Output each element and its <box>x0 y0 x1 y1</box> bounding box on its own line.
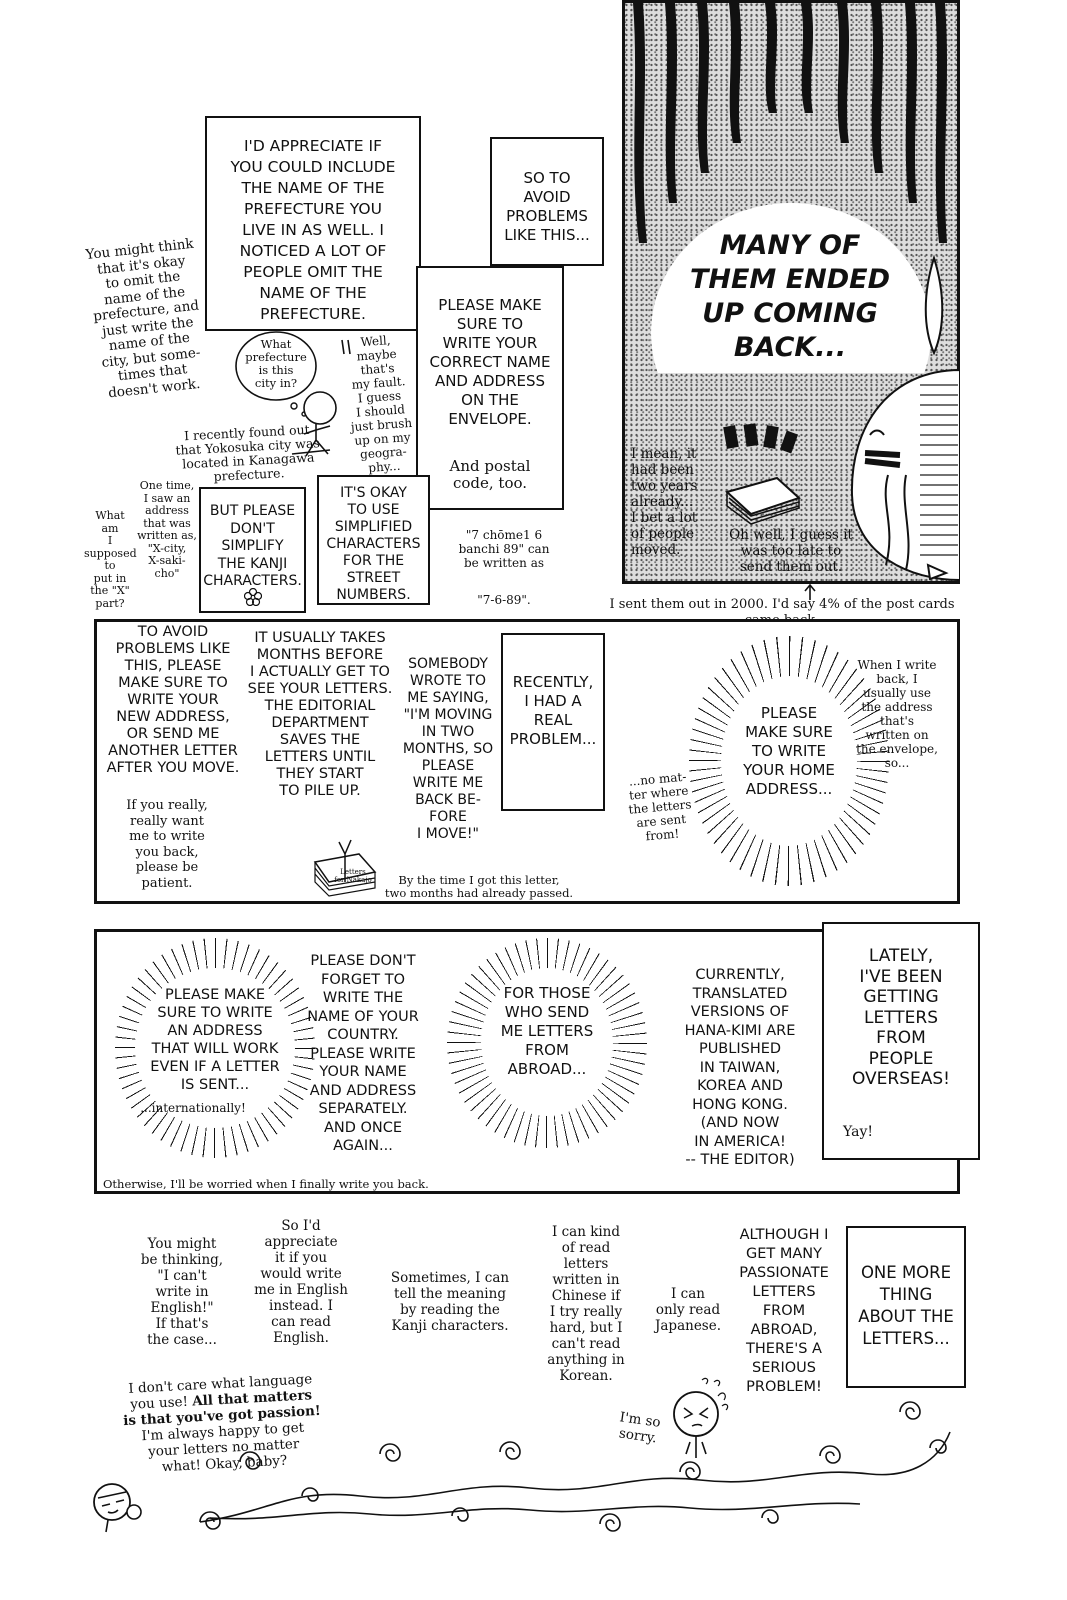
chome-result: "7-6-89". <box>477 593 531 607</box>
appreciate-english-note: So I'd appreciate it if you would write … <box>254 1218 348 1346</box>
translated-text: CURRENTLY, TRANSLATED VERSIONS OF HANA-K… <box>684 967 796 1168</box>
letters-tag: Letters for Nakajo <box>334 868 372 884</box>
new-address-text: TO AVOID PROBLEMS LIKE THIS, PLEASE MAKE… <box>106 624 240 776</box>
two-years-note: I mean, it had been two years already...… <box>631 446 698 558</box>
panel-moving: TO AVOID PROBLEMS LIKE THIS, PLEASE MAKE… <box>94 619 960 904</box>
sweat-drop-icon <box>924 254 944 356</box>
sorry-character-art <box>673 1377 729 1458</box>
hair-strands-art <box>633 3 947 373</box>
postal-code-note: And postal code, too. <box>449 457 531 492</box>
one-time-note: One time, I saw an address that was writ… <box>137 479 197 580</box>
prefecture-text: I'D APPRECIATE IF YOU COULD INCLUDE THE … <box>230 137 396 323</box>
omit-prefecture-note: You might think that it's okay to omit t… <box>84 235 202 401</box>
what-prefecture-bubble: What prefecture is this city in? <box>245 337 307 390</box>
panel-overseas: PLEASE MAKE SURE TO WRITE AN ADDRESS THA… <box>94 929 960 1194</box>
postcards-stack-icon <box>723 423 801 525</box>
overseas-text: LATELY, I'VE BEEN GETTING LETTERS FROM P… <box>851 946 951 1089</box>
many-came-back-text: MANY OF THEM ENDED UP COMING BACK... <box>689 230 891 363</box>
home-address-burst-center <box>721 676 857 846</box>
overseas-box: LATELY, I'VE BEEN GETTING LETTERS FROM P… <box>822 922 980 1160</box>
flower-icon <box>244 588 262 606</box>
be-patient-note: If you really, really want me to write y… <box>126 798 208 891</box>
internationally-burst-center <box>135 968 295 1128</box>
correct-name-text: PLEASE MAKE SURE TO WRITE YOUR CORRECT N… <box>429 296 551 428</box>
what-am-i-note: What am I supposed to put in the "X" par… <box>84 509 137 610</box>
write-back-note: When I write back, I usually use the add… <box>856 658 938 770</box>
months-text: IT USUALLY TAKES MONTHS BEFORE I ACTUALL… <box>247 630 393 799</box>
passionate-text: ALTHOUGH I GET MANY PASSIONATE LETTERS F… <box>739 1227 829 1395</box>
yay-note: Yay! <box>842 1124 874 1140</box>
prefecture-box: I'D APPRECIATE IF YOU COULD INCLUDE THE … <box>205 116 421 331</box>
simplified-ok-text: IT'S OKAY TO USE SIMPLIFIED CHARACTERS F… <box>326 485 421 603</box>
avoid-problems-text: SO TO AVOID PROBLEMS LIKE THIS... <box>504 169 590 244</box>
yokosuka-note: I recently found out that Yokosuka city … <box>175 421 321 484</box>
two-months-passed-note: By the time I got this letter, two month… <box>384 873 574 900</box>
dont-simplify-text: BUT PLEASE DON'T SIMPLIFY THE KANJI CHAR… <box>203 503 302 589</box>
japanese-only-note: I can only read Japanese. <box>654 1286 722 1334</box>
thinking-character-art <box>235 331 351 457</box>
no-matter-note: ...no mat- ter where the letters are sen… <box>627 769 693 844</box>
kanji-meaning-note: Sometimes, I can tell the meaning by rea… <box>390 1270 510 1334</box>
vine-decoration-art <box>199 1401 951 1532</box>
one-more-box: ONE MORE THING ABOUT THE LETTERS... <box>846 1226 966 1388</box>
panel-coming-back: MANY OF THEM ENDED UP COMING BACK... I m… <box>622 0 960 584</box>
too-late-note: Oh well, I guess it was too late to send… <box>729 527 853 575</box>
internationally-note: ...internationally! <box>140 1101 246 1115</box>
one-more-text: ONE MORE THING ABOUT THE LETTERS... <box>858 1263 954 1348</box>
dont-simplify-box: BUT PLEASE DON'T SIMPLIFY THE KANJI CHAR… <box>199 487 306 613</box>
my-fault-note: Well, maybe that's my fault. I guess I s… <box>350 333 413 475</box>
home-address-text: PLEASE MAKE SURE TO WRITE YOUR HOME ADDR… <box>743 704 835 798</box>
worried-note: Otherwise, I'll be worried when I finall… <box>103 1177 429 1191</box>
avoid-problems-box: SO TO AVOID PROBLEMS LIKE THIS... <box>490 137 604 266</box>
abroad-text: FOR THOSE WHO SEND ME LETTERS FROM ABROA… <box>500 984 594 1078</box>
chome-note: "7 chōme1 6 banchi 89" can be written as <box>458 528 550 570</box>
real-problem-text: RECENTLY, I HAD A REAL PROBLEM... <box>509 673 597 748</box>
arrow-up-icon <box>804 583 816 600</box>
crying-character-art <box>850 368 960 582</box>
correct-name-box: PLEASE MAKE SURE TO WRITE YOUR CORRECT N… <box>416 266 564 510</box>
moving-text: SOMEBODY WROTE TO ME SAYING, "I'M MOVING… <box>402 656 494 842</box>
chinese-note: I can kind of read letters written in Ch… <box>547 1224 625 1384</box>
country-text: PLEASE DON'T FORGET TO WRITE THE NAME OF… <box>307 953 419 1154</box>
chibi-author-icon <box>93 1483 142 1533</box>
abroad-burst-center <box>481 968 613 1116</box>
cant-english-note: You might be thinking, "I can't write in… <box>140 1236 224 1348</box>
simplified-ok-box: IT'S OKAY TO USE SIMPLIFIED CHARACTERS F… <box>317 475 430 605</box>
internationally-main-text: PLEASE MAKE SURE TO WRITE AN ADDRESS THA… <box>150 987 280 1093</box>
letter-pile-icon <box>313 839 377 897</box>
real-problem-box: RECENTLY, I HAD A REAL PROBLEM... <box>501 633 605 811</box>
